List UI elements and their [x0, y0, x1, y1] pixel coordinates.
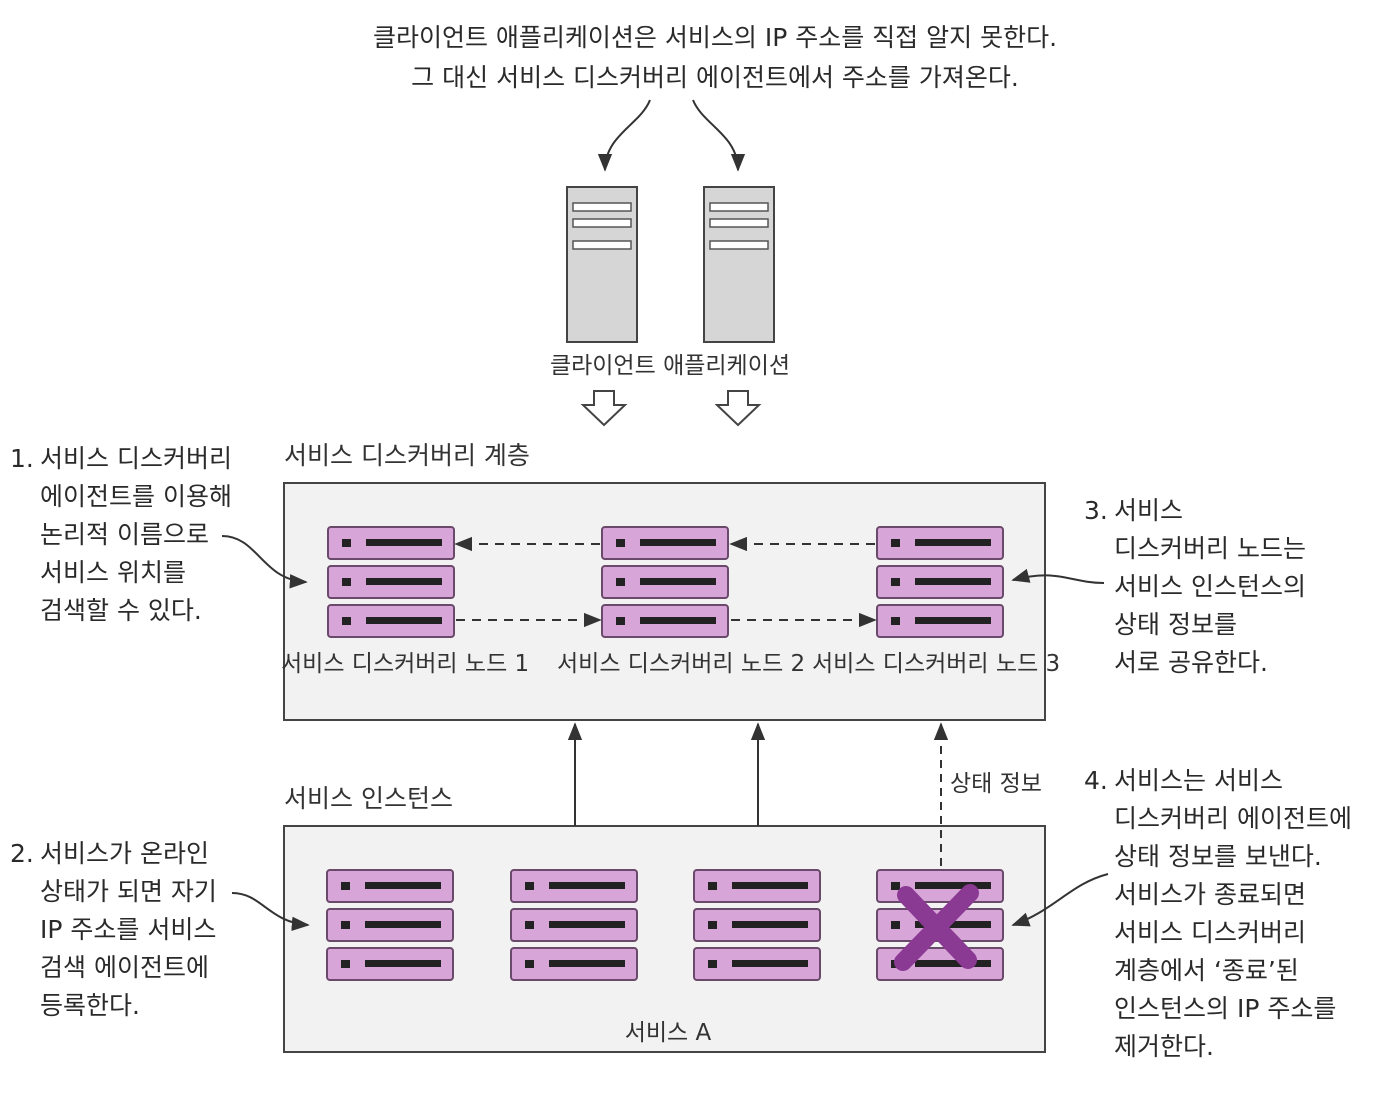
service-instance-2-icon	[511, 870, 637, 980]
note-2-line-4: 검색 에이전트에	[40, 953, 209, 982]
discovery-node-2-icon	[602, 527, 728, 637]
note-4-line-2: 디스커버리 에이전트에	[1114, 804, 1352, 833]
note-1-number: 1.	[10, 444, 34, 473]
node-3-line-1: 서비스 디스커버리	[812, 651, 989, 677]
note-2-line-2: 상태가 되면 자기	[40, 877, 217, 906]
terminated-cross-icon	[894, 884, 979, 971]
callout-note-4	[1011, 873, 1109, 927]
service-instance-3-icon	[694, 870, 820, 980]
note-4-line-1: 서비스는 서비스	[1114, 766, 1283, 795]
node-1-line-2: 노드 1	[464, 651, 530, 677]
callout-note-1	[221, 535, 308, 589]
service-a-label: 서비스 A	[624, 1020, 712, 1046]
arrow-note-to-client-1	[597, 99, 651, 172]
note-4-line-8: 제거한다.	[1114, 1032, 1214, 1061]
service-instances-title: 서비스 인스턴스	[284, 784, 453, 813]
callout-note-3	[1011, 568, 1105, 584]
discovery-node-2-label: 서비스 디스커버리 노드 2	[557, 648, 805, 680]
note-1-line-3: 논리적 이름으로	[40, 520, 209, 549]
discovery-layer-panel	[283, 482, 1046, 721]
client-server-icon-1	[566, 186, 638, 343]
note-3-line-1: 서비스	[1114, 496, 1184, 525]
discovery-layer-title: 서비스 디스커버리 계층	[284, 441, 530, 470]
node-1-line-1: 서비스 디스커버리	[281, 651, 458, 677]
top-note: 클라이언트 애플리케이션은 서비스의 IP 주소를 직접 알지 못한다. 그 대…	[345, 18, 1085, 98]
top-note-line-2: 그 대신 서비스 디스커버리 에이전트에서 주소를 가져온다.	[411, 63, 1019, 92]
note-4-line-4: 서비스가 종료되면	[1114, 880, 1306, 909]
note-4-line-7: 인스턴스의 IP 주소를	[1114, 994, 1337, 1023]
discovery-node-3-icon	[877, 527, 1003, 637]
down-arrow-icon-1	[582, 390, 626, 426]
status-info-label: 상태 정보	[950, 771, 1042, 797]
node-2-line-1: 서비스 디스커버리	[557, 651, 734, 677]
client-label: 클라이언트 애플리케이션	[549, 353, 791, 379]
note-3-line-4: 상태 정보를	[1114, 610, 1237, 639]
top-note-line-1: 클라이언트 애플리케이션은 서비스의 IP 주소를 직접 알지 못한다.	[372, 23, 1058, 52]
note-2-line-5: 등록한다.	[40, 991, 140, 1020]
note-1: 1.서비스 디스커버리 에이전트를 이용해 논리적 이름으로 서비스 위치를 검…	[10, 440, 232, 630]
arrow-note-to-client-2	[692, 99, 746, 172]
service-instance-1-icon	[327, 870, 453, 980]
note-2: 2.서비스가 온라인 상태가 되면 자기 IP 주소를 서비스 검색 에이전트에…	[10, 835, 217, 1025]
node-2-line-2: 노드 2	[740, 651, 806, 677]
note-1-line-5: 검색할 수 있다.	[40, 596, 202, 625]
note-1-line-4: 서비스 위치를	[40, 558, 186, 587]
note-3-line-5: 서로 공유한다.	[1114, 648, 1268, 677]
note-3-line-3: 서비스 인스턴스의	[1114, 572, 1306, 601]
callout-note-2	[231, 892, 310, 931]
note-4-line-3: 상태 정보를 보낸다.	[1114, 842, 1322, 871]
note-4-number: 4.	[1084, 766, 1108, 795]
note-4: 4.서비스는 서비스 디스커버리 에이전트에 상태 정보를 보낸다. 서비스가 …	[1084, 762, 1352, 1066]
node-3-line-2: 노드 3	[995, 651, 1061, 677]
note-3-number: 3.	[1084, 496, 1108, 525]
discovery-node-1-icon	[328, 527, 454, 637]
note-2-line-3: IP 주소를 서비스	[40, 915, 217, 944]
note-4-line-5: 서비스 디스커버리	[1114, 918, 1306, 947]
note-3: 3.서비스 디스커버리 노드는 서비스 인스턴스의 상태 정보를 서로 공유한다…	[1084, 492, 1306, 682]
note-1-line-2: 에이전트를 이용해	[40, 482, 232, 511]
client-server-icon-2	[703, 186, 775, 343]
note-1-line-1: 서비스 디스커버리	[40, 444, 232, 473]
note-2-number: 2.	[10, 839, 34, 868]
discovery-node-3-label: 서비스 디스커버리 노드 3	[812, 648, 1060, 680]
note-3-line-2: 디스커버리 노드는	[1114, 534, 1306, 563]
note-2-line-1: 서비스가 온라인	[40, 839, 209, 868]
down-arrow-icon-2	[716, 390, 760, 426]
note-4-line-6: 계층에서 ‘종료’된	[1114, 956, 1299, 985]
discovery-node-1-label: 서비스 디스커버리 노드 1	[281, 648, 529, 680]
